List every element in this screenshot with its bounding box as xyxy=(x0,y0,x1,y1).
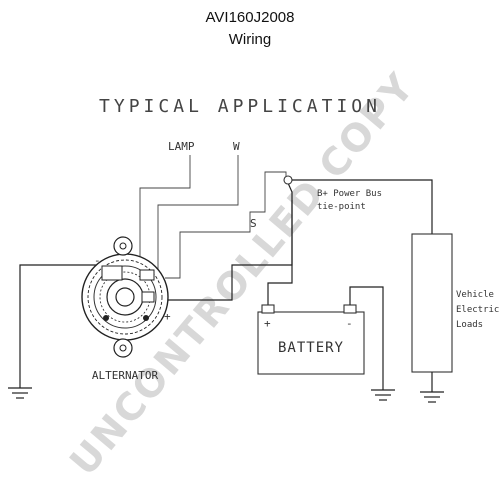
alternator-plus-sign: + xyxy=(164,310,171,323)
lamp-label: LAMP xyxy=(168,140,195,153)
alternator-output-wire xyxy=(150,182,293,301)
power-bus-label: B+ Power Bus xyxy=(317,189,382,199)
s-wire xyxy=(165,171,287,279)
tie-point-label: tie-point xyxy=(317,202,366,212)
alternator-ground-wire xyxy=(19,264,100,388)
loads-label-line1: Vehicle xyxy=(456,290,494,300)
battery-plus-sign: + xyxy=(264,317,271,330)
battery-positive-wire xyxy=(267,200,293,307)
battery-negative-wire xyxy=(349,286,384,390)
alternator-ground-symbol xyxy=(8,387,32,399)
power-bus-tie-point xyxy=(283,175,293,185)
w-wire xyxy=(157,155,239,270)
loads-feed-wire xyxy=(292,179,433,234)
loads-label-line3: Loads xyxy=(456,320,483,330)
battery-minus-sign: - xyxy=(346,317,353,330)
s-label: S xyxy=(250,217,257,230)
battery-ground-symbol xyxy=(371,389,395,401)
alternator-label: ALTERNATOR xyxy=(92,369,159,382)
battery-label: BATTERY xyxy=(278,340,344,356)
loads-label-line2: Electrical xyxy=(456,305,500,315)
diagram-subtitle: Wiring xyxy=(229,31,272,48)
vehicle-loads-box xyxy=(411,233,453,373)
loads-ground-symbol xyxy=(420,391,444,403)
w-label: W xyxy=(233,140,240,153)
diagram-title: AVI160J2008 xyxy=(206,9,295,26)
alternator xyxy=(81,236,169,358)
application-heading: TYPICAL APPLICATION xyxy=(99,96,381,117)
battery-body xyxy=(257,311,365,375)
lamp-wire xyxy=(139,155,191,262)
alternator-minus-sign: - xyxy=(94,254,101,267)
battery-positive-terminal xyxy=(261,304,275,314)
battery-negative-terminal xyxy=(343,304,357,314)
